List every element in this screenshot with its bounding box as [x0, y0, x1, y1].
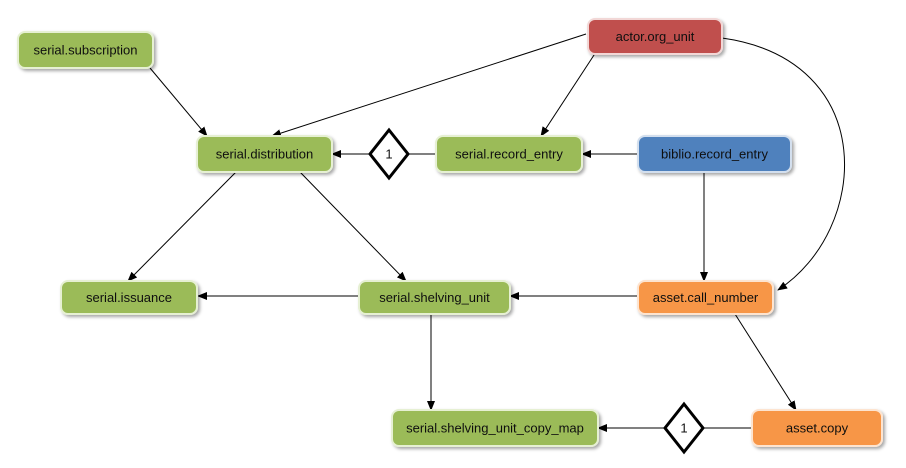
edge-distribution-to-issuance — [127, 171, 237, 282]
cardinality-label: 1 — [385, 147, 392, 162]
node-label: actor.org_unit — [616, 29, 695, 44]
edge-call-number-to-copy — [734, 313, 797, 411]
node-serial-shelving-unit-copy-map: serial.shelving_unit_copy_map — [391, 409, 599, 447]
node-label: serial.distribution — [216, 147, 314, 162]
cardinality-label: 1 — [680, 421, 687, 436]
node-biblio-record-entry: biblio.record_entry — [637, 135, 792, 173]
node-label: biblio.record_entry — [661, 147, 768, 162]
edge-distribution-to-shelving-unit — [299, 171, 407, 282]
edge-org-unit-to-call-number — [721, 37, 845, 291]
node-serial-shelving-unit: serial.shelving_unit — [358, 280, 511, 315]
node-label: serial.shelving_unit — [379, 290, 490, 305]
node-label: serial.shelving_unit_copy_map — [406, 421, 584, 436]
node-serial-distribution: serial.distribution — [196, 135, 333, 173]
edges — [127, 33, 845, 432]
node-label: serial.record_entry — [455, 147, 563, 162]
edge-subscription-to-distribution — [149, 67, 208, 137]
node-actor-org-unit: actor.org_unit — [587, 18, 723, 55]
diamond-copy-map-copy: 1 — [663, 401, 705, 455]
node-asset-call-number: asset.call_number — [637, 280, 774, 315]
node-asset-copy: asset.copy — [751, 409, 883, 447]
node-label: serial.subscription — [33, 43, 137, 58]
node-label: serial.issuance — [86, 290, 172, 305]
node-label: asset.call_number — [653, 290, 759, 305]
node-serial-subscription: serial.subscription — [17, 31, 154, 69]
node-label: asset.copy — [786, 421, 849, 436]
node-serial-record-entry: serial.record_entry — [435, 135, 583, 173]
node-serial-issuance: serial.issuance — [60, 280, 198, 315]
diamond-distribution-record-entry: 1 — [368, 127, 410, 181]
edge-org-unit-to-distribution — [271, 33, 587, 138]
edge-org-unit-to-record-entry — [540, 51, 597, 137]
